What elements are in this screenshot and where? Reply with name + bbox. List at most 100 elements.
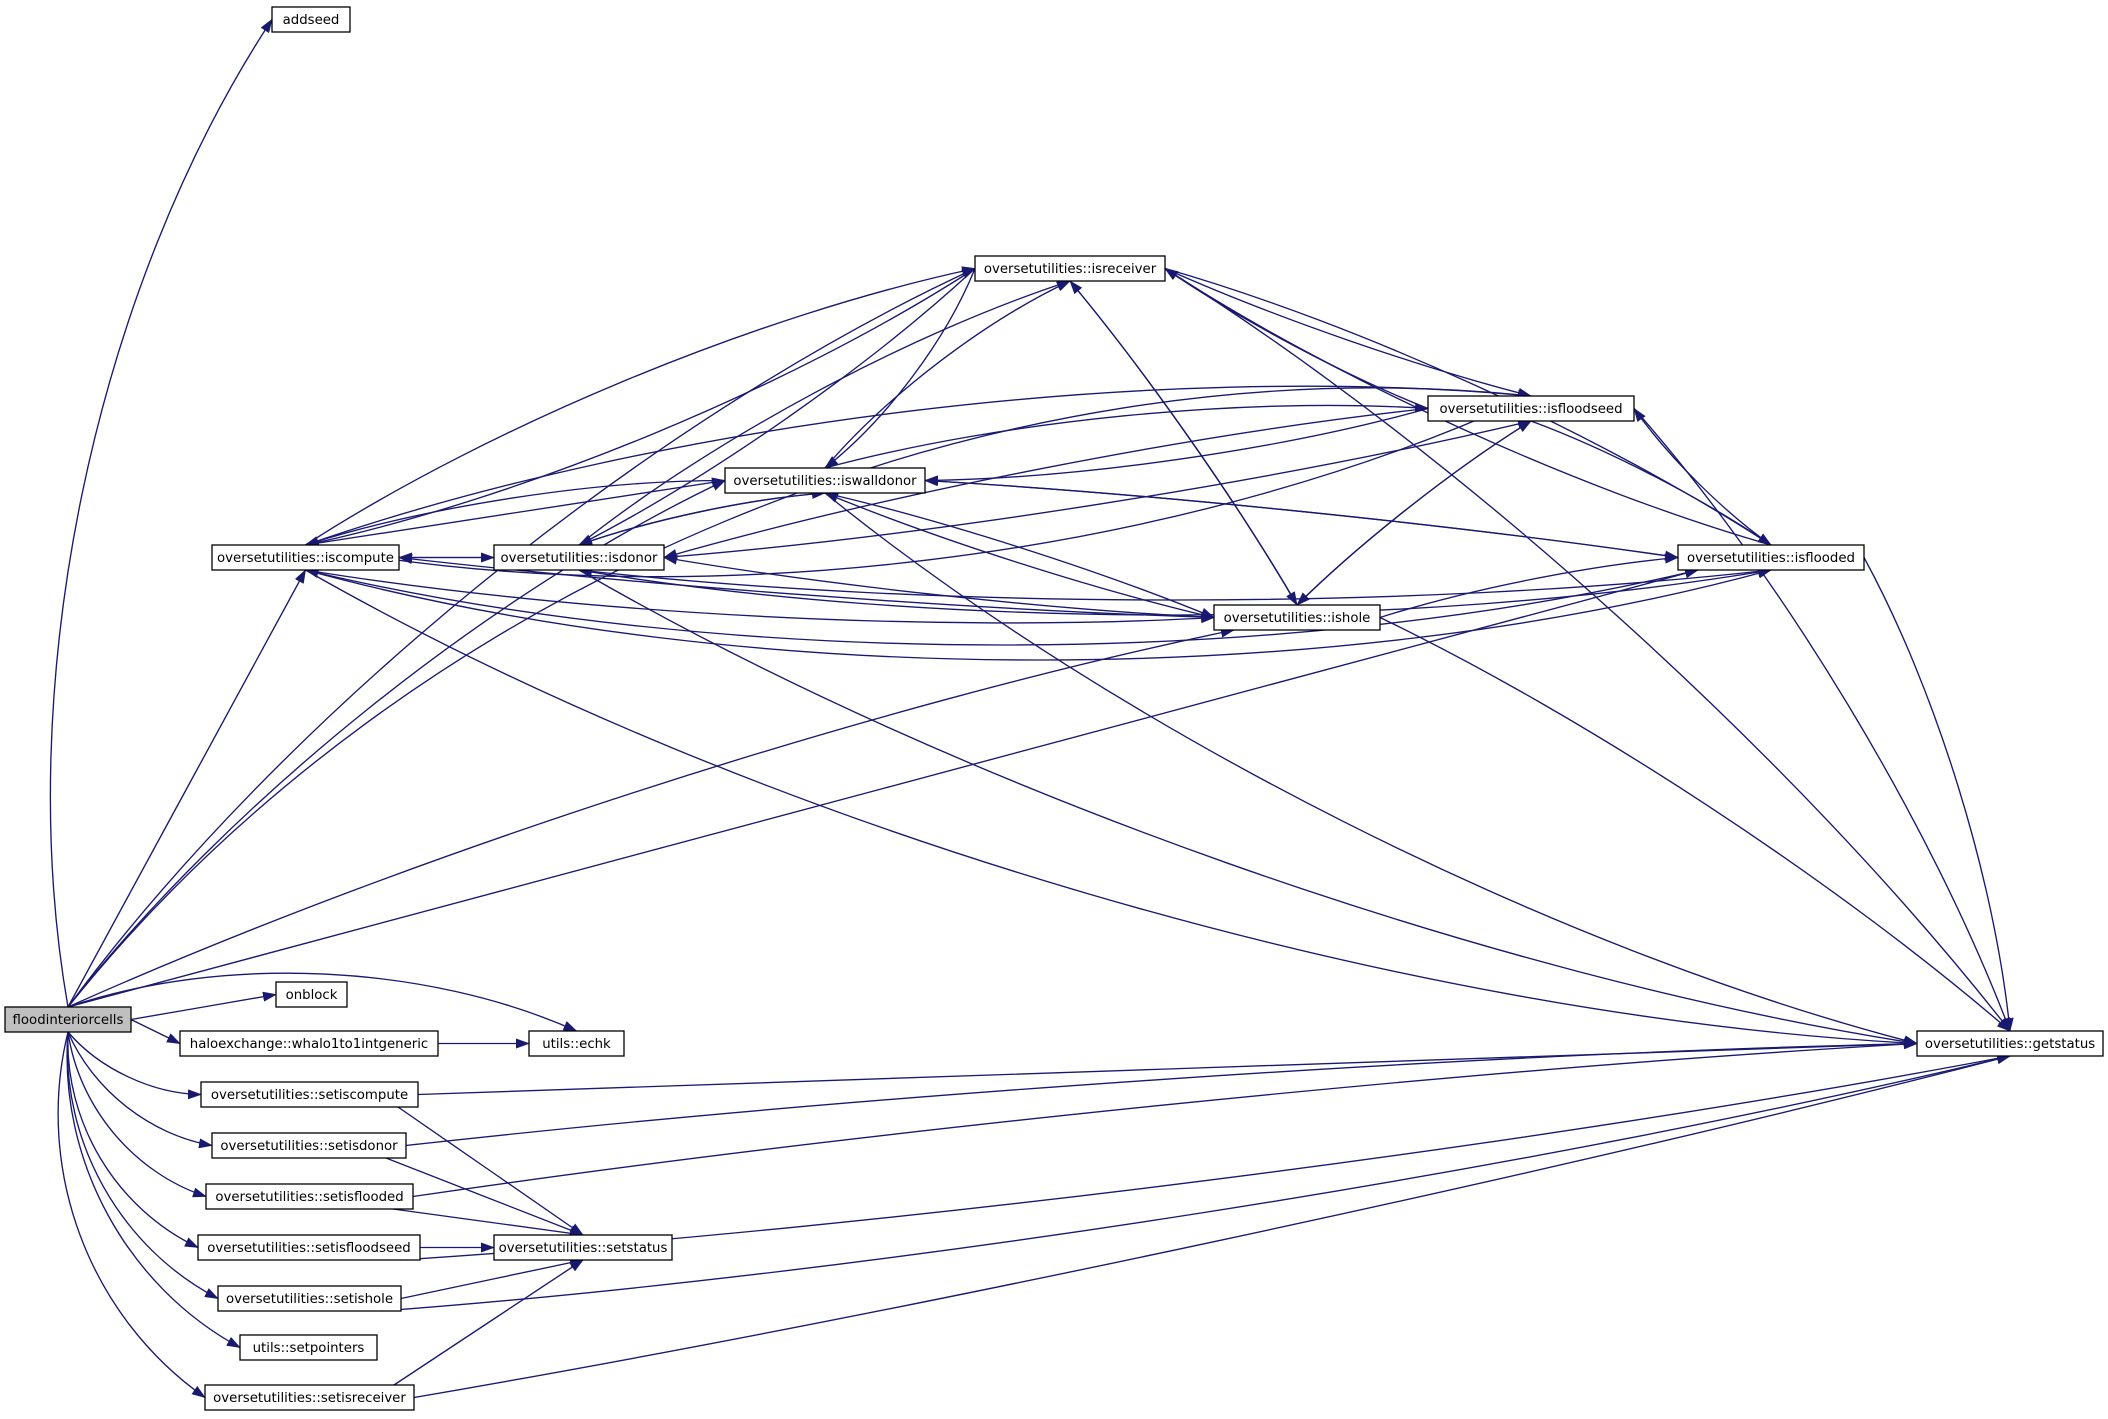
edge-isfloodseed-to-iscompute bbox=[304, 395, 1532, 578]
node-box bbox=[239, 1334, 378, 1361]
node-label: oversetutilities::setstatus bbox=[499, 1241, 668, 1256]
edge-iscompute-to-isreceiver bbox=[305, 266, 976, 546]
node-box bbox=[200, 1081, 419, 1108]
edge-isdonor-to-iswalldonor bbox=[578, 489, 826, 546]
node-label: utils::setpointers bbox=[253, 1341, 365, 1356]
node-setisdonor[interactable]: oversetutilities::setisdonor bbox=[211, 1132, 407, 1159]
node-label: oversetutilities::ishole bbox=[1224, 611, 1371, 626]
nodes-layer: floodinteriorcells addseed oversetutilitie… bbox=[4, 6, 2104, 1411]
edge-iswalldonor-to-isfloodseed bbox=[824, 402, 1429, 469]
node-setishole[interactable]: oversetutilities::setishole bbox=[217, 1285, 402, 1312]
node-isdonor[interactable]: oversetutilities::isdonor bbox=[493, 544, 665, 571]
edge-isflooded-to-getstatus bbox=[1863, 557, 2014, 1032]
edge-root-to-setisdonor bbox=[67, 1031, 213, 1149]
node-label: oversetutilities::setishole bbox=[226, 1292, 393, 1307]
node-box bbox=[211, 1132, 407, 1159]
edge-isfloodseed-to-isflooded bbox=[1530, 420, 1772, 546]
node-label: oversetutilities::setisflooded bbox=[215, 1190, 403, 1205]
node-box bbox=[4, 1006, 132, 1033]
edge-root-to-setisflooded bbox=[67, 1031, 207, 1198]
node-echk[interactable]: utils::echk bbox=[528, 1030, 625, 1057]
node-setisflooded[interactable]: oversetutilities::setisflooded bbox=[205, 1183, 414, 1210]
node-getstatus[interactable]: oversetutilities::getstatus bbox=[1916, 1030, 2104, 1057]
node-label: floodinteriorcells bbox=[13, 1013, 124, 1028]
edge-iswalldonor-to-isflooded bbox=[924, 479, 1679, 561]
edge-setishole-to-setstatus bbox=[400, 1257, 584, 1300]
node-label: oversetutilities::iswalldonor bbox=[733, 474, 917, 489]
edge-setisdonor-to-setstatus bbox=[385, 1157, 584, 1236]
node-box bbox=[528, 1030, 625, 1057]
edge-setisdonor-to-getstatus bbox=[405, 1038, 1918, 1147]
edge-ishole-to-isdonor bbox=[663, 554, 1215, 619]
edge-ishole-to-getstatus bbox=[1379, 616, 2011, 1032]
node-box bbox=[217, 1285, 402, 1312]
node-label: oversetutilities::getstatus bbox=[1925, 1037, 2095, 1052]
edge-ishole-to-isflooded bbox=[1379, 553, 1679, 619]
node-setiscompute[interactable]: oversetutilities::setiscompute bbox=[200, 1081, 419, 1108]
edge-root-to-whalo bbox=[130, 1018, 181, 1045]
edge-iscompute-to-getstatus bbox=[305, 569, 1918, 1048]
node-ishole[interactable]: oversetutilities::ishole bbox=[1213, 604, 1381, 631]
node-box bbox=[1677, 544, 1865, 571]
node-iscompute[interactable]: oversetutilities::iscompute bbox=[211, 544, 400, 571]
edge-isflooded-to-isdonor bbox=[578, 566, 1772, 601]
edge-root-to-setisfloodseed bbox=[67, 1031, 199, 1249]
node-label: oversetutilities::isreceiver bbox=[984, 262, 1157, 277]
edge-root-to-isreceiver bbox=[67, 267, 976, 1008]
node-box bbox=[493, 1234, 673, 1261]
node-box bbox=[204, 1384, 415, 1411]
node-whalo[interactable]: haloexchange::whalo1to1intgeneric bbox=[179, 1030, 439, 1057]
edge-isfloodseed-to-getstatus bbox=[1633, 408, 2011, 1032]
node-iswalldonor[interactable]: oversetutilities::iswalldonor bbox=[724, 467, 926, 494]
edge-isdonor-to-isfloodseed bbox=[663, 419, 1532, 559]
node-label: oversetutilities::setiscompute bbox=[211, 1088, 408, 1103]
node-setstatus[interactable]: oversetutilities::setstatus bbox=[493, 1234, 673, 1261]
edge-ishole-to-isreceiver bbox=[1069, 280, 1298, 606]
edge-root-to-setisreceiver bbox=[57, 1031, 206, 1399]
edge-iswalldonor-to-iscompute bbox=[304, 479, 726, 546]
node-setisreceiver[interactable]: oversetutilities::setisreceiver bbox=[204, 1384, 415, 1411]
node-addseed[interactable]: addseed bbox=[271, 6, 351, 33]
node-onblock[interactable]: onblock bbox=[275, 981, 348, 1008]
edge-root-to-isflooded bbox=[67, 568, 1699, 1008]
node-box bbox=[1213, 604, 1381, 631]
edge-root-to-setpointers bbox=[66, 1031, 241, 1349]
node-isflooded[interactable]: oversetutilities::isflooded bbox=[1677, 544, 1865, 571]
edge-root-to-iscompute bbox=[67, 569, 307, 1008]
edge-setisreceiver-to-getstatus bbox=[413, 1054, 2011, 1399]
node-label: oversetutilities::setisfloodseed bbox=[207, 1241, 410, 1256]
edge-iscompute-to-isfloodseed bbox=[305, 385, 1532, 546]
edge-root-to-setiscompute bbox=[67, 1031, 202, 1100]
node-setisfloodseed[interactable]: oversetutilities::setisfloodseed bbox=[197, 1234, 421, 1261]
edge-setisflooded-to-getstatus bbox=[412, 1039, 1918, 1198]
edge-isfloodseed-to-ishole bbox=[1296, 420, 1532, 606]
node-root[interactable]: floodinteriorcells bbox=[4, 1006, 132, 1033]
node-label: onblock bbox=[286, 988, 338, 1003]
edge-root-to-addseed bbox=[49, 18, 273, 1008]
node-isreceiver[interactable]: oversetutilities::isreceiver bbox=[974, 255, 1166, 282]
node-box bbox=[211, 544, 400, 571]
edge-setishole-to-getstatus bbox=[380, 1054, 2011, 1312]
edge-isfloodseed-to-isdonor bbox=[663, 407, 1429, 559]
node-label: addseed bbox=[283, 13, 340, 28]
edge-ishole-to-iswalldonor bbox=[824, 492, 1215, 619]
edge-isreceiver-to-isfloodseed bbox=[1164, 267, 1532, 398]
edge-iswalldonor-to-ishole bbox=[824, 492, 1215, 619]
node-box bbox=[271, 6, 351, 33]
edge-isreceiver-to-getstatus bbox=[1164, 267, 2011, 1032]
edge-isreceiver-to-isdonor bbox=[578, 268, 976, 546]
edge-root-to-isfloodseed bbox=[67, 387, 1532, 1008]
node-box bbox=[205, 1183, 414, 1210]
node-box bbox=[493, 544, 665, 571]
edge-iswalldonor-to-isreceiver bbox=[824, 280, 1071, 469]
edge-iscompute-to-ishole bbox=[305, 569, 1215, 624]
node-box bbox=[724, 467, 926, 494]
edge-isdonor-to-isreceiver bbox=[578, 280, 1071, 546]
node-label: haloexchange::whalo1to1intgeneric bbox=[190, 1037, 428, 1052]
edge-root-to-setishole bbox=[66, 1031, 219, 1300]
node-setpointers[interactable]: utils::setpointers bbox=[239, 1334, 378, 1361]
edge-setisreceiver-to-setstatus bbox=[393, 1259, 584, 1386]
edge-isflooded-to-iswalldonor bbox=[924, 476, 1679, 559]
node-isfloodseed[interactable]: oversetutilities::isfloodseed bbox=[1427, 395, 1635, 422]
